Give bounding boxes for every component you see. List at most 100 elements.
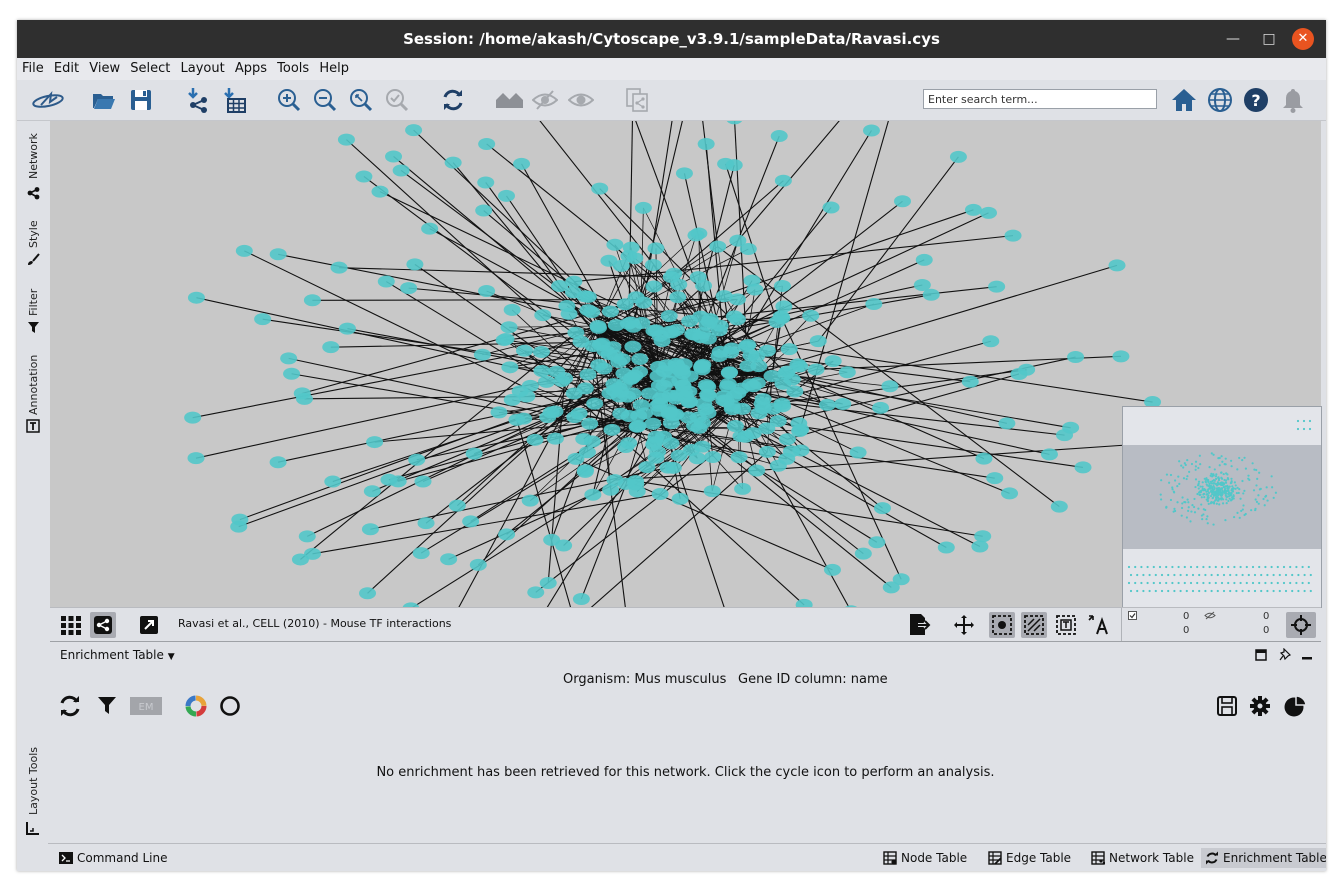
- network-edge[interactable]: [592, 345, 892, 588]
- network-node[interactable]: [600, 254, 618, 267]
- network-node[interactable]: [750, 407, 768, 420]
- network-node[interactable]: [448, 499, 466, 512]
- network-edge[interactable]: [657, 405, 1084, 468]
- network-node[interactable]: [606, 238, 624, 251]
- network-node[interactable]: [602, 483, 620, 496]
- network-node[interactable]: [660, 310, 678, 323]
- network-node[interactable]: [187, 291, 205, 304]
- network-node[interactable]: [624, 320, 642, 333]
- network-node[interactable]: [680, 385, 698, 398]
- network-node[interactable]: [980, 206, 998, 219]
- network-node[interactable]: [324, 475, 342, 488]
- network-node[interactable]: [533, 365, 551, 378]
- tab-style[interactable]: Style: [21, 215, 45, 270]
- select-annotations-icon[interactable]: [1053, 612, 1079, 638]
- float-panel-icon[interactable]: [1255, 649, 1267, 661]
- network-node[interactable]: [729, 234, 747, 247]
- network-node[interactable]: [748, 464, 766, 477]
- network-edge[interactable]: [575, 451, 768, 607]
- zoom-out-icon[interactable]: [312, 87, 338, 113]
- network-node[interactable]: [748, 350, 766, 363]
- network-node[interactable]: [473, 348, 491, 361]
- network-node[interactable]: [734, 482, 752, 495]
- network-node[interactable]: [546, 432, 564, 445]
- network-node[interactable]: [795, 598, 813, 607]
- network-node[interactable]: [355, 170, 373, 183]
- network-node[interactable]: [873, 502, 891, 515]
- tab-network-table[interactable]: Network Table: [1091, 848, 1194, 868]
- grid-view-icon[interactable]: [58, 612, 84, 638]
- menu-apps[interactable]: Apps: [234, 61, 267, 76]
- network-node[interactable]: [770, 130, 788, 143]
- network-edge[interactable]: [312, 493, 661, 555]
- network-node[interactable]: [789, 358, 807, 371]
- network-node[interactable]: [661, 406, 679, 419]
- network-node[interactable]: [304, 547, 322, 560]
- network-node[interactable]: [746, 283, 764, 296]
- network-node[interactable]: [786, 385, 804, 398]
- tab-filter[interactable]: Filter: [21, 284, 45, 344]
- network-overview-minimap[interactable]: [1122, 406, 1322, 608]
- network-node[interactable]: [865, 298, 883, 311]
- pie-chart-icon[interactable]: [1283, 694, 1307, 718]
- network-edge[interactable]: [720, 259, 925, 353]
- network-edge[interactable]: [509, 325, 599, 328]
- network-node[interactable]: [824, 355, 842, 368]
- network-node[interactable]: [854, 547, 872, 560]
- network-node[interactable]: [586, 397, 604, 410]
- network-node[interactable]: [802, 309, 820, 322]
- network-node[interactable]: [961, 375, 979, 388]
- network-node[interactable]: [584, 488, 602, 501]
- network-node[interactable]: [688, 452, 706, 465]
- network-node[interactable]: [498, 528, 516, 541]
- network-node[interactable]: [1040, 448, 1058, 461]
- network-node[interactable]: [606, 474, 624, 487]
- network-edge[interactable]: [575, 332, 971, 383]
- network-node[interactable]: [638, 461, 656, 474]
- network-edge[interactable]: [785, 373, 1007, 424]
- network-node[interactable]: [754, 393, 772, 406]
- network-node[interactable]: [293, 387, 311, 400]
- network-node[interactable]: [620, 249, 638, 262]
- minimize-panel-icon[interactable]: [1301, 649, 1313, 661]
- network-node[interactable]: [697, 137, 715, 150]
- settings-gear-icon[interactable]: [1249, 695, 1271, 717]
- enrichment-panel-dropdown[interactable]: Enrichment Table ▼: [60, 648, 175, 662]
- network-node[interactable]: [406, 258, 424, 271]
- network-node[interactable]: [521, 494, 539, 507]
- minimize-button[interactable]: —: [1226, 31, 1240, 47]
- network-node[interactable]: [689, 271, 707, 284]
- network-node[interactable]: [465, 447, 483, 460]
- network-edge[interactable]: [701, 365, 799, 424]
- network-edge[interactable]: [705, 143, 729, 387]
- network-node[interactable]: [606, 349, 624, 362]
- network-node[interactable]: [589, 320, 607, 332]
- network-node[interactable]: [515, 344, 533, 357]
- network-node[interactable]: [780, 343, 798, 356]
- filter-icon[interactable]: [96, 695, 118, 717]
- network-edge[interactable]: [339, 267, 672, 278]
- network-node[interactable]: [235, 244, 253, 257]
- network-node[interactable]: [775, 300, 793, 313]
- network-node[interactable]: [818, 398, 836, 411]
- network-node[interactable]: [744, 380, 762, 393]
- network-node[interactable]: [988, 280, 1006, 293]
- save-icon[interactable]: [128, 87, 154, 113]
- network-edge[interactable]: [679, 164, 735, 382]
- network-edge[interactable]: [787, 373, 1020, 440]
- network-node[interactable]: [650, 360, 668, 373]
- help-icon[interactable]: ?: [1243, 87, 1269, 113]
- select-nodes-button[interactable]: [989, 612, 1015, 638]
- network-node[interactable]: [709, 240, 727, 253]
- network-node[interactable]: [444, 156, 462, 169]
- network-edge[interactable]: [429, 228, 764, 409]
- import-network-icon[interactable]: [185, 87, 211, 113]
- network-node[interactable]: [915, 253, 933, 266]
- network-node[interactable]: [363, 485, 381, 498]
- network-node[interactable]: [717, 157, 735, 170]
- network-edge[interactable]: [422, 396, 620, 483]
- network-node[interactable]: [838, 366, 856, 379]
- tab-enrichment-table[interactable]: Enrichment Table: [1201, 848, 1326, 868]
- network-node[interactable]: [726, 121, 743, 125]
- network-node[interactable]: [680, 396, 698, 409]
